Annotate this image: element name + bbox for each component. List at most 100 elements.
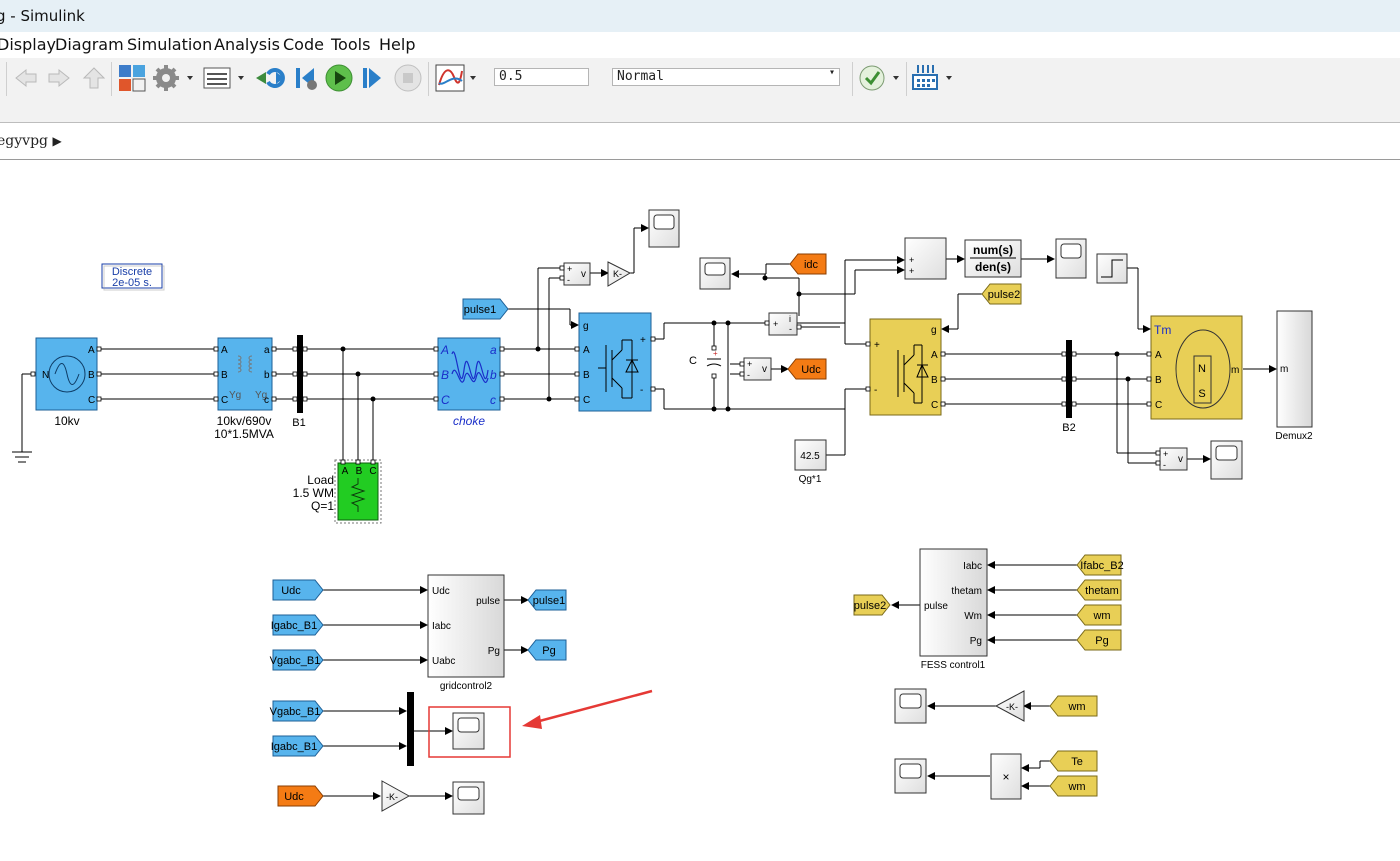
bus-b2[interactable]: B2 (1062, 340, 1076, 434)
goto-pulse1[interactable]: pulse1 (462, 298, 509, 320)
scope-1[interactable] (648, 209, 680, 248)
stop-time-input[interactable]: 0.5 (494, 68, 589, 86)
sim-mode-select[interactable]: Normal ▾ (612, 67, 840, 86)
voltmeter-dc[interactable]: + - v (743, 357, 772, 381)
scope-power[interactable] (894, 758, 927, 794)
from-ifabc-b2[interactable]: Ifabc_B2 (1076, 554, 1124, 576)
from-thetam[interactable]: thetam (1076, 579, 1122, 601)
goto-pulse2[interactable]: pulse2 (853, 594, 891, 616)
stop-icon[interactable] (393, 63, 423, 93)
model-explorer-icon[interactable] (203, 63, 249, 93)
from-vgabc-b1[interactable]: Vgabc_B1 (270, 649, 324, 671)
mux-block[interactable] (407, 692, 414, 766)
goto-udc[interactable]: Udc (787, 358, 827, 380)
forward-icon[interactable] (45, 63, 73, 93)
step-block[interactable] (1096, 253, 1128, 284)
voltmeter-machine-minus: - (1163, 460, 1166, 470)
from-pulse2[interactable]: pulse2 (981, 283, 1022, 305)
ammeter-dc[interactable]: + i - (768, 312, 798, 336)
menu-code[interactable]: Code (283, 35, 324, 54)
from-wm-label: wm (1092, 610, 1110, 622)
from-pg[interactable]: Pg (1076, 629, 1122, 651)
voltmeter-grid[interactable]: + - v (563, 262, 591, 286)
constant-qg[interactable]: 42.5 Qg*1 (794, 439, 827, 485)
up-icon[interactable] (80, 63, 108, 93)
menu-help[interactable]: Help (379, 35, 416, 54)
from-igabc-b1[interactable]: Igabc_B1 (271, 614, 324, 636)
step-forward-icon[interactable] (359, 63, 387, 93)
scope-udc[interactable] (452, 781, 485, 815)
goto-idc[interactable]: idc (789, 253, 827, 275)
scope-wm[interactable] (894, 688, 927, 724)
ammeter-plus: + (773, 319, 778, 329)
three-phase-source-block[interactable]: N A B C 10kv (35, 337, 98, 428)
demux-port-m: m (1280, 364, 1288, 375)
gear-icon[interactable] (152, 63, 196, 93)
load-port-b: B (356, 466, 363, 477)
breadcrumb-arrow-icon[interactable]: ▶ (52, 134, 62, 148)
update-icon[interactable] (254, 63, 286, 93)
menu-tools[interactable]: Tools (331, 35, 371, 54)
from-wm-product[interactable]: wm (1049, 775, 1098, 797)
scope-icon[interactable] (434, 63, 482, 93)
gain-block-wm[interactable]: -K- (994, 690, 1025, 722)
capacitor[interactable]: + C (689, 349, 722, 367)
gain-block-udc[interactable]: -K- (381, 780, 411, 812)
fess-control-subsystem[interactable]: Iabc thetam Wm Pg pulse FESS control1 (919, 548, 988, 671)
breadcrumb-model[interactable]: egyvpg (0, 133, 48, 149)
choke-label: choke (453, 414, 485, 428)
scope-machine[interactable] (1210, 440, 1243, 480)
fess-converter-block[interactable]: g + - A B C (869, 318, 942, 416)
transformer-block[interactable]: Yg Yg A B C a b c 10kv/690v 10*1.5MVA (214, 337, 274, 441)
fessconv-port-plus: + (874, 340, 880, 351)
model-canvas[interactable]: Discrete 2e-05 s. N A B C 10kv Yg Yg A B… (0, 160, 1400, 856)
check-icon[interactable] (857, 63, 903, 93)
fess-in-wm: Wm (964, 611, 982, 622)
title-bar: g - Simulink (0, 0, 1400, 32)
transfer-function-block[interactable]: num(s) den(s) (964, 239, 1022, 278)
step-back-icon[interactable] (292, 63, 320, 93)
back-icon[interactable] (12, 63, 40, 93)
menu-simulation[interactable]: Simulation (127, 35, 213, 54)
goto-pulse1-lower[interactable]: pulse1 (527, 589, 567, 611)
from-udc-gain[interactable]: Udc (277, 785, 324, 807)
run-icon[interactable] (323, 63, 355, 93)
scope-idc[interactable] (699, 257, 731, 290)
transformer-port-b-out: b (264, 370, 270, 381)
from-wm-gain[interactable]: wm (1049, 695, 1098, 717)
library-icon[interactable] (117, 63, 147, 93)
gridconv-port-c: C (583, 395, 590, 406)
demux-block[interactable]: m Demux2 (1275, 310, 1313, 442)
voltmeter-machine[interactable]: + - v (1159, 447, 1188, 471)
from-wm[interactable]: wm (1076, 604, 1122, 626)
transformer-port-a-out: a (264, 345, 270, 356)
sum-block[interactable]: + + (904, 237, 947, 280)
menu-display[interactable]: Display (0, 35, 56, 54)
goto-pg[interactable]: Pg (527, 639, 567, 661)
load-block[interactable]: A B C Load 1.5 WM Q=1 (293, 459, 382, 524)
scope-highlighted[interactable] (428, 706, 511, 758)
grid-converter-block[interactable]: g A B C + - (578, 312, 652, 412)
powergui-block[interactable]: Discrete 2e-05 s. (101, 263, 165, 291)
from-igabc-b1-mux[interactable]: Igabc_B1 (271, 735, 324, 757)
choke-block[interactable]: A B C a b c choke (437, 337, 501, 428)
gain-block-top[interactable]: K- (607, 261, 632, 287)
choke-port-c-in: C (441, 393, 450, 407)
load-port-c: C (369, 466, 376, 477)
from-pulse2-label: pulse2 (988, 289, 1020, 301)
from-vgabc-b1-mux[interactable]: Vgabc_B1 (270, 700, 324, 722)
machine-s: S (1198, 388, 1205, 400)
build-icon[interactable] (910, 63, 958, 93)
ammeter-minus: - (789, 324, 792, 334)
from-udc[interactable]: Udc (272, 579, 324, 601)
menu-analysis[interactable]: Analysis (214, 35, 280, 54)
toolbar: 0.5 Normal ▾ (0, 58, 1400, 101)
from-te[interactable]: Te (1049, 750, 1098, 772)
fessconv-port-b: B (931, 375, 938, 386)
gridcontrol-subsystem[interactable]: Udc Iabc Uabc pulse Pg gridcontrol2 (427, 574, 505, 692)
scope-tf[interactable] (1055, 238, 1087, 279)
machine-block[interactable]: Tm A B C m N S (1150, 315, 1243, 420)
bus-b1[interactable]: B1 (292, 335, 306, 429)
menu-diagram[interactable]: Diagram (55, 35, 124, 54)
product-block[interactable]: × (990, 753, 1022, 800)
